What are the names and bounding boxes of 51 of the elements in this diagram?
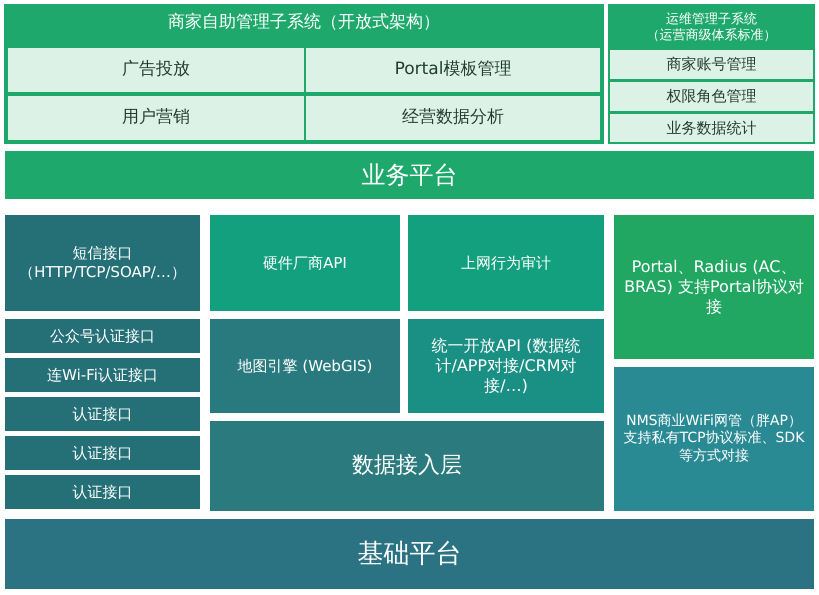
- platform-band: [4, 518, 815, 590]
- interface-box: [4, 318, 201, 354]
- protocol-box: [613, 366, 815, 512]
- protocol-label: Portal、Radius (AC、BRAS) 支持Portal协议对接: [623, 257, 805, 317]
- module-box: [209, 214, 401, 312]
- panel-title: （运营商级体系标准）: [646, 28, 776, 44]
- panel-title: 商家自助管理子系统（开放式架构）: [168, 12, 440, 34]
- module-box: [610, 82, 813, 111]
- protocol-box: [613, 214, 815, 360]
- module-label: 统一开放API (数据统计/APP对接/CRM对接/…): [430, 336, 582, 396]
- module-box: [610, 50, 813, 79]
- interface-box: [4, 357, 201, 393]
- panel-title: 运维管理子系统: [666, 12, 757, 28]
- protocol-label: NMS商业WiFi网管（胖AP）: [626, 412, 802, 430]
- subsystem-panel: [608, 4, 815, 144]
- interface-label: 公众号认证接口: [50, 326, 155, 346]
- module-label: 广告投放: [122, 59, 190, 81]
- module-box: [407, 214, 605, 312]
- interface-label: 认证接口: [72, 444, 132, 462]
- module-label: 地图引擎 (WebGIS): [238, 356, 372, 376]
- module-label: 商家账号管理: [666, 55, 756, 74]
- interface-box: [4, 474, 201, 510]
- module-box: [306, 48, 600, 92]
- interface-label: 认证接口: [72, 482, 132, 502]
- module-box: [407, 318, 605, 414]
- interface-label: （HTTP/TCP/SOAP/…）: [19, 263, 186, 282]
- module-label: Portal模板管理: [394, 59, 512, 81]
- interface-box: [4, 214, 201, 312]
- module-box: [8, 96, 304, 140]
- layer-label: 数据接入层: [352, 452, 462, 480]
- platform-band: [4, 150, 815, 200]
- module-box: [8, 48, 304, 92]
- platform-label: 基础平台: [358, 538, 462, 570]
- module-label: 上网行为审计: [461, 254, 551, 272]
- module-label: 业务数据统计: [666, 118, 756, 138]
- interface-label: 认证接口: [72, 404, 132, 424]
- platform-label: 业务平台: [362, 160, 458, 190]
- module-box: [306, 96, 600, 140]
- protocol-label: 支持私有TCP协议标准、SDK等方式对接: [622, 430, 806, 466]
- subsystem-panel: [4, 4, 604, 144]
- interface-label: 短信接口: [72, 244, 132, 263]
- module-label: 权限角色管理: [666, 87, 756, 106]
- layer-band: [209, 420, 605, 512]
- interface-box: [4, 396, 201, 432]
- module-label: 经营数据分析: [402, 107, 504, 129]
- module-label: 用户营销: [122, 107, 190, 129]
- interface-label: 连Wi-Fi认证接口: [47, 366, 158, 384]
- module-box: [209, 318, 401, 414]
- module-box: [610, 114, 813, 142]
- interface-box: [4, 435, 201, 471]
- module-label: 硬件厂商API: [263, 254, 347, 272]
